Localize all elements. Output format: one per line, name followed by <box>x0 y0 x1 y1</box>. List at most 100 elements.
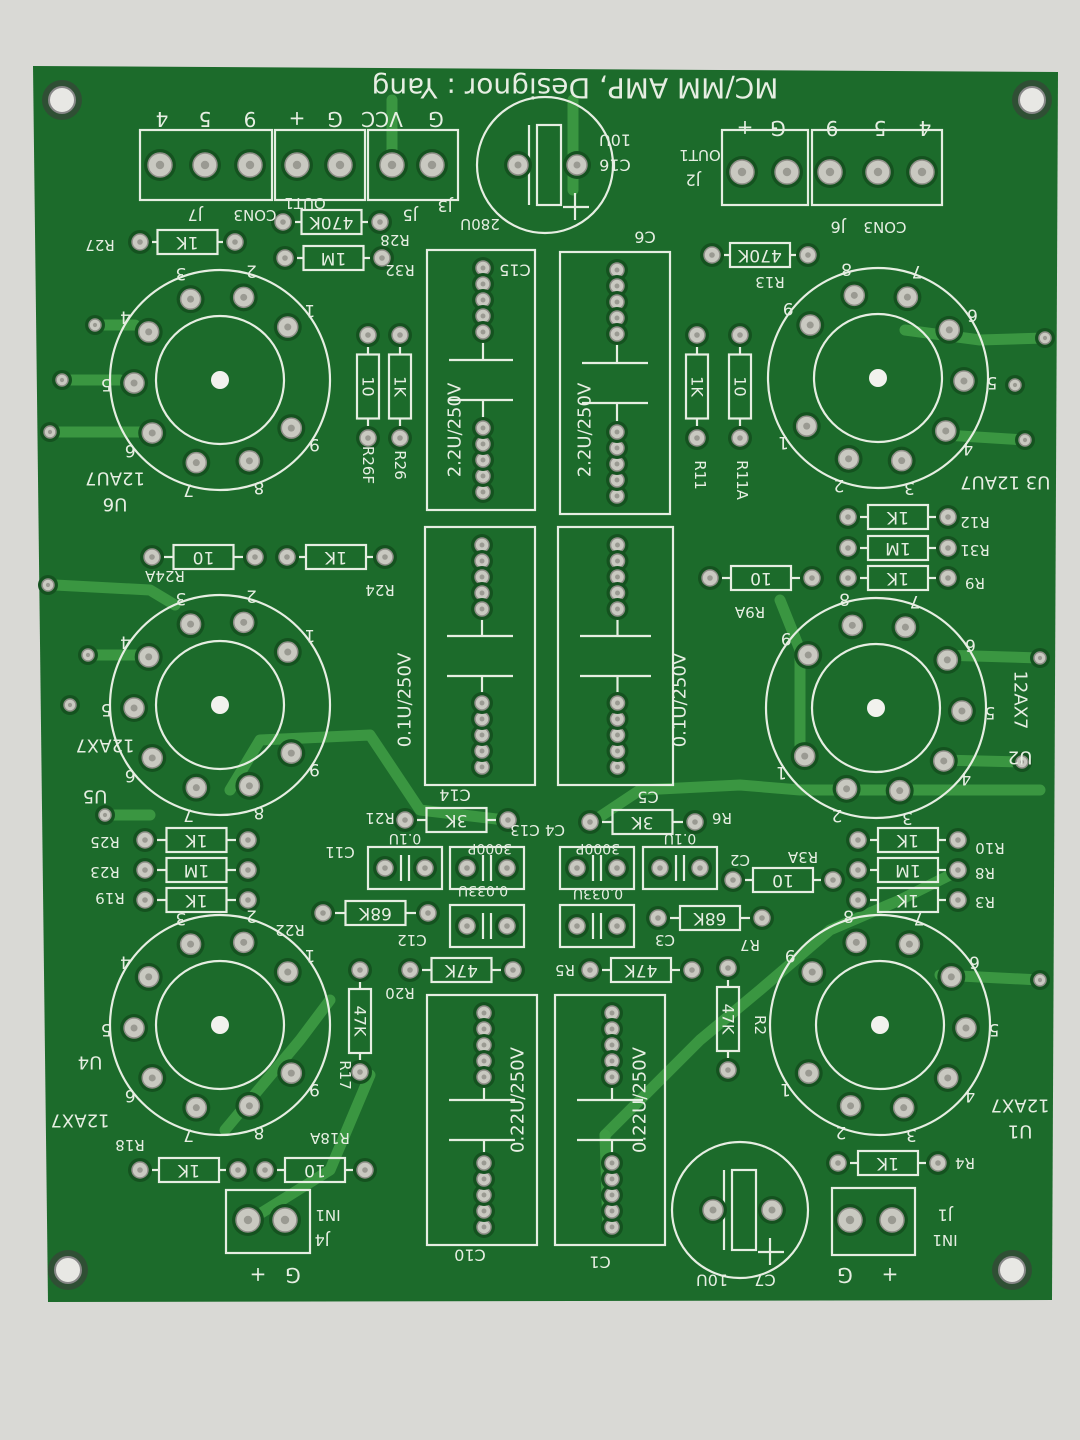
capacitor-pad-hole <box>609 1074 615 1080</box>
capacitor-pad-hole <box>609 1160 615 1166</box>
resistor-value: 1M <box>184 860 209 880</box>
capacitor-value: 0.1U/250V <box>670 652 691 747</box>
connector-type: CON3 <box>863 218 906 236</box>
mounting-hole <box>48 86 76 114</box>
connector-pin-label: 5 <box>874 116 887 140</box>
tube-pin-number: 9 <box>309 434 320 454</box>
resistor-pad-hole <box>407 967 413 973</box>
resistor-body <box>727 353 753 420</box>
resistor-body <box>387 353 413 420</box>
film-capacitor-outline <box>425 248 537 512</box>
mounting-hole <box>1018 86 1046 114</box>
tube-pin-pad-hole <box>962 1024 970 1032</box>
resistor-ref: R11A <box>733 460 751 501</box>
connector-pad-hole <box>737 167 747 177</box>
resistor-value: 1K <box>886 507 909 527</box>
tube-pin-pad-hole <box>806 321 814 329</box>
capacitor-ref: C2 <box>730 851 750 869</box>
capacitor-ref: C7 <box>754 1271 775 1290</box>
resistor-value: 1K <box>185 890 208 910</box>
tube-pin-pad-hole <box>847 1102 855 1110</box>
tube-pin-number: 3 <box>906 1125 917 1145</box>
board-substrate <box>33 66 1058 1302</box>
tube-socket-outline <box>108 593 332 817</box>
resistor-pad-hole <box>280 219 286 225</box>
resistor-pad-hole <box>955 897 961 903</box>
resistor-ref: R21 <box>365 809 395 827</box>
capacitor-pad-hole <box>615 542 620 548</box>
capacitor-pad-hole <box>697 865 703 871</box>
capacitor-pad-hole <box>480 297 486 303</box>
resistor-value: 10 <box>750 568 772 588</box>
resistor-value: 10 <box>772 870 794 890</box>
tube-pin-pad-hole <box>940 757 948 765</box>
tube-ref-label: U2 <box>1008 747 1033 768</box>
tube-pin-number: 4 <box>962 438 973 458</box>
resistor-pad-hole <box>725 965 731 971</box>
tube-socket-outline <box>766 266 990 490</box>
tube-pin-pad-hole <box>187 940 195 948</box>
capacitor-pad-hole <box>709 1206 717 1214</box>
resistor-pad-hole <box>245 837 251 843</box>
capacitor-value: 0.1U <box>664 830 697 846</box>
edge-via-hole <box>59 377 65 383</box>
tube-pin-number: 5 <box>989 1019 1000 1039</box>
tube-pin-pad-hole <box>240 938 248 946</box>
tube-type-label: 12AU7 <box>960 472 1020 493</box>
resistor-value: 470K <box>309 212 353 232</box>
edge-via-hole <box>1022 437 1028 443</box>
capacitor-outline <box>558 845 636 891</box>
tube-pin-pad-hole <box>801 752 809 760</box>
resistor-pad-hole <box>830 877 836 883</box>
capacitor-pad-hole <box>479 542 485 548</box>
capacitor-pad-hole <box>504 865 510 871</box>
connector-pad-hole <box>245 160 255 170</box>
electrolytic-body <box>730 1168 758 1252</box>
tube-pin-pad-hole <box>145 973 153 981</box>
tube-pin-pad-hole <box>287 424 295 432</box>
capacitor-ref: C5 <box>637 788 658 807</box>
resistor-pad-hole <box>692 819 698 825</box>
resistor-value: 1K <box>886 568 909 588</box>
tube-pin-number: 5 <box>101 699 112 719</box>
resistor-pad-hole <box>357 967 363 973</box>
tube-pin-pad-hole <box>945 326 953 334</box>
capacitor-pad-hole <box>615 716 620 722</box>
connector-ref: J5 <box>403 206 419 225</box>
connector-pad-hole <box>887 1215 897 1225</box>
capacitor-pad-hole <box>481 1026 487 1032</box>
capacitor-ref: C3 <box>655 931 675 949</box>
connector-pin-label: 4 <box>919 116 932 140</box>
capacitor-pad-hole <box>614 923 620 929</box>
tube-pin-number: 5 <box>101 374 112 394</box>
edge-via-hole <box>102 812 108 818</box>
tube-pin-number: 7 <box>183 1125 194 1145</box>
resistor-pad-hole <box>252 554 258 560</box>
resistor-value: 1K <box>324 547 347 567</box>
tube-socket-center-hole <box>869 369 887 387</box>
tube-pin-number: 1 <box>304 625 315 645</box>
connector-ref: J1 <box>938 1206 954 1225</box>
connector-outline <box>273 128 367 202</box>
resistor-body <box>876 886 940 914</box>
tube-pin-number: 9 <box>785 945 796 965</box>
tube-pin-number: 3 <box>176 908 187 928</box>
capacitor-value: 2.2U/250V <box>575 382 596 477</box>
resistor-body <box>751 866 815 894</box>
resistor-ref: R20 <box>385 984 415 1002</box>
connector-pad-hole <box>292 160 302 170</box>
tube-pin-pad-hole <box>947 973 955 981</box>
tube-pin-number: 9 <box>781 628 792 648</box>
capacitor-pad-hole <box>481 1224 487 1230</box>
tube-socket-outline <box>108 268 332 492</box>
tube-pin-pad-hole <box>805 1069 813 1077</box>
connector-type: IN1 <box>932 1231 957 1249</box>
resistor-ref: R5 <box>555 961 575 979</box>
film-capacitor-outline <box>425 993 539 1247</box>
connector-type: IN1 <box>315 1206 340 1224</box>
board-title: MC/MM AMP, Designor : Yang <box>372 72 779 105</box>
resistor-pad-hole <box>282 255 288 261</box>
resistor-pad-hole <box>262 1167 268 1173</box>
copper-trace <box>599 864 966 1141</box>
tube-pin-number: 6 <box>967 304 978 324</box>
